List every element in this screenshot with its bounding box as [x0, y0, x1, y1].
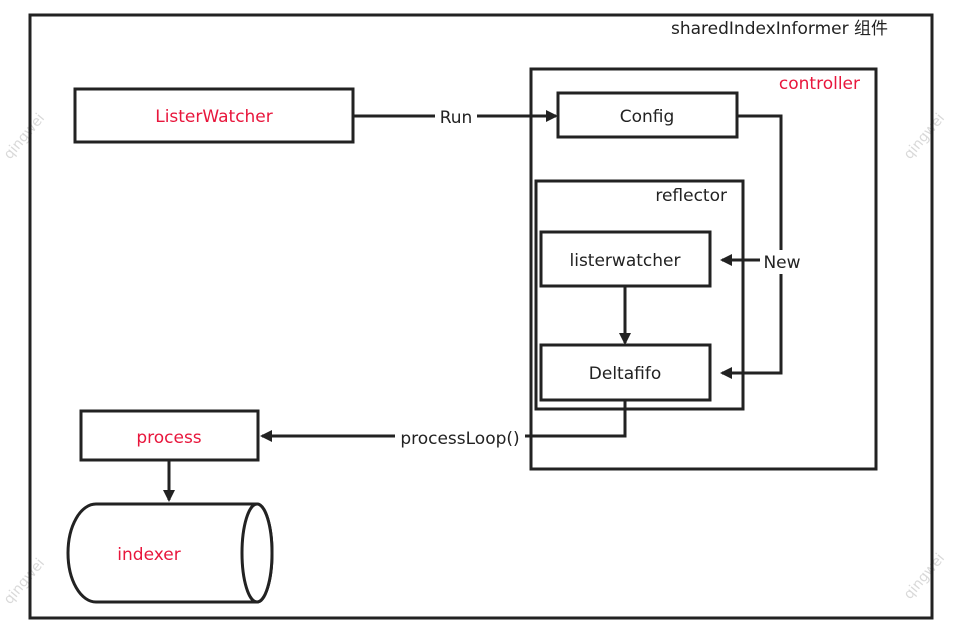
watermark-bottom-right: qingwei — [901, 551, 948, 603]
listerwatcher-box-label: ListerWatcher — [155, 107, 273, 127]
outer-container — [28, 13, 934, 620]
deltafifo-box-label: Deltafifo — [589, 364, 661, 384]
config-box — [556, 91, 739, 139]
new-edge-label: New — [763, 253, 800, 273]
config-box-label: Config — [620, 107, 675, 127]
reflector-container — [534, 179, 745, 411]
new-edge-trunk — [720, 114, 783, 379]
process-box — [79, 409, 260, 462]
inner-listerwatcher-box — [539, 230, 712, 288]
run-edge-label: Run — [440, 108, 473, 128]
controller-title: controller — [779, 74, 860, 94]
process-box-label: process — [136, 428, 201, 448]
process-loop-edge — [260, 401, 627, 442]
reflector-title: reflector — [655, 186, 727, 206]
deltafifo-box — [539, 343, 712, 402]
controller-container — [529, 67, 878, 471]
watermark-top-left: qingwei — [1, 111, 48, 163]
listerwatcher-box — [73, 87, 355, 144]
indexer-cylinder — [66, 502, 274, 604]
indexer-label: indexer — [117, 545, 180, 565]
inner-listerwatcher-label: listerwatcher — [570, 251, 681, 271]
outer-title: sharedIndexInformer 组件 — [671, 19, 888, 39]
watermark-bottom-left: qingwei — [1, 556, 48, 608]
watermark-top-right: qingwei — [901, 111, 948, 163]
process-loop-edge-label: processLoop() — [400, 429, 519, 449]
